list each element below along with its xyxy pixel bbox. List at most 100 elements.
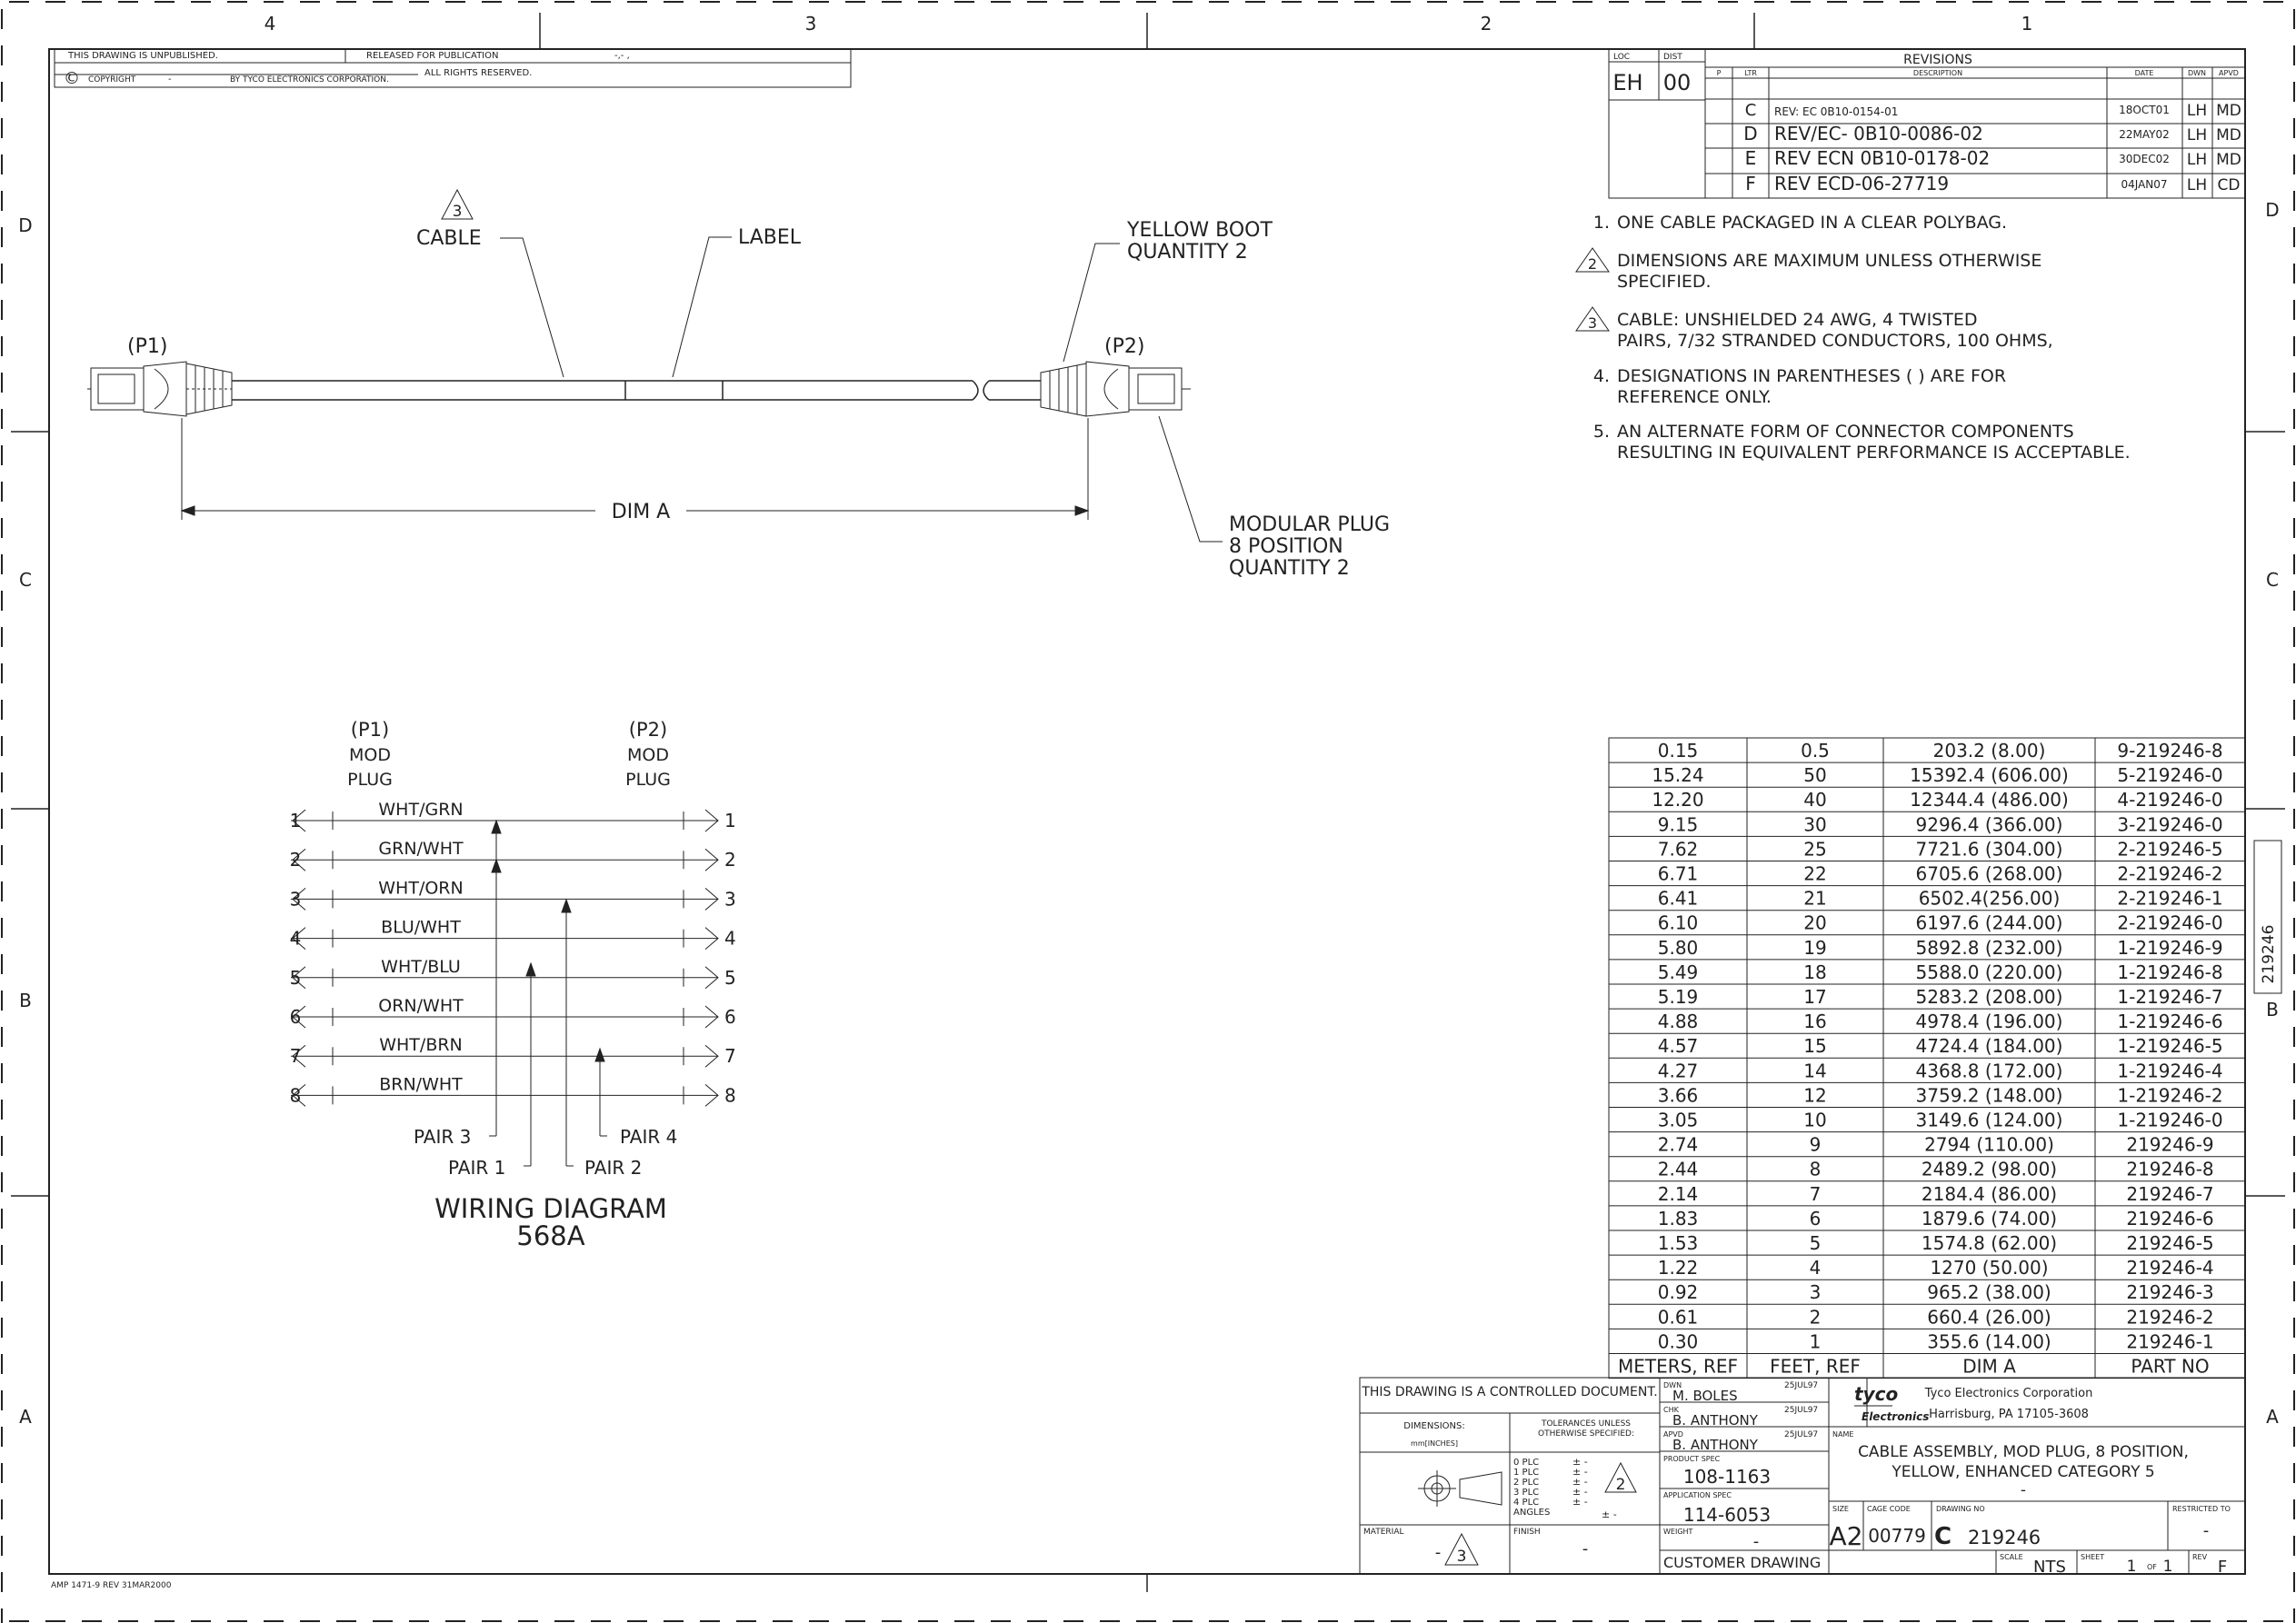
note-text: ONE CABLE PACKAGED IN A CLEAR POLYBAG. — [1617, 213, 2007, 233]
side-tab-text: 219246 — [2260, 925, 2278, 984]
part-no-cell: 219246-2 — [2126, 1306, 2213, 1328]
meters-cell: 7.62 — [1658, 838, 1699, 860]
note-text: DIMENSIONS ARE MAXIMUM UNLESS OTHERWISE — [1617, 251, 2041, 271]
dim-a-cell: 9296.4 (366.00) — [1916, 813, 2063, 835]
p2-pin-number: 4 — [724, 928, 736, 950]
meters-cell: 5.49 — [1658, 961, 1699, 983]
meters-cell: 12.20 — [1652, 789, 1703, 811]
sheet-label: SHEET — [2081, 1553, 2104, 1561]
tolerance-flag-number: 2 — [1616, 1476, 1626, 1494]
size-value: A2 — [1830, 1521, 1863, 1551]
controlled-doc: THIS DRAWING IS A CONTROLLED DOCUMENT. — [1361, 1385, 1657, 1399]
wiring-p1-line1: (P1) — [351, 719, 389, 741]
plc-value: ± - — [1602, 1508, 1617, 1520]
meters-cell: 1.22 — [1658, 1257, 1699, 1279]
feet-cell: 20 — [1803, 912, 1826, 934]
wire-color-label: WHT/ORN — [378, 878, 463, 898]
plc-label: 1 PLC — [1513, 1468, 1539, 1478]
dim-a-cell: 3149.6 (124.00) — [1916, 1110, 2063, 1131]
application-spec-label: APPLICATION SPEC — [1663, 1491, 1732, 1499]
feet-cell: 3 — [1810, 1281, 1822, 1303]
feet-cell: 15 — [1803, 1035, 1826, 1057]
p2-label: (P2) — [1104, 335, 1144, 358]
feet-cell: 10 — [1803, 1110, 1826, 1131]
wire-color-label: ORN/WHT — [378, 996, 464, 1016]
title-block: THIS DRAWING IS A CONTROLLED DOCUMENT. D… — [1359, 1377, 2246, 1577]
note-flag-number: 3 — [1588, 314, 1597, 332]
part-no-cell: 1-219246-8 — [2117, 961, 2222, 983]
boot-callout-line2: QUANTITY 2 — [1127, 241, 1248, 264]
label-callout-label: LABEL — [738, 226, 802, 249]
rev-date: 30DEC02 — [2119, 153, 2170, 165]
part-no-cell: 9-219246-8 — [2117, 740, 2222, 762]
header-released: RELEASED FOR PUBLICATION — [366, 51, 498, 61]
p2-pin-arrow-icon — [704, 809, 719, 832]
rev-date: 22MAY02 — [2119, 128, 2170, 141]
feet-cell: 40 — [1803, 789, 1826, 811]
feet-cell: 25 — [1803, 838, 1826, 860]
product-spec-value: 108-1163 — [1683, 1466, 1771, 1488]
loc-label: LOC — [1613, 53, 1630, 62]
zone-col-2: 2 — [1481, 13, 1492, 35]
part-no-cell: 1-219246-0 — [2117, 1110, 2222, 1131]
meters-cell: 6.10 — [1658, 912, 1699, 934]
feet-cell: 5 — [1810, 1232, 1822, 1254]
dim-a-cell: 12344.4 (486.00) — [1910, 789, 2069, 811]
wiring-p2-line2: MOD — [627, 745, 669, 765]
rev-description: REV ECD-06-27719 — [1774, 173, 1949, 194]
dwg-number: 219246 — [1968, 1527, 2041, 1548]
material-flag-number: 3 — [1457, 1548, 1467, 1566]
rev-apvd: MD — [2216, 151, 2241, 169]
part-no-cell: 219246-1 — [2126, 1330, 2213, 1352]
plc-label: 0 PLC — [1513, 1458, 1539, 1468]
p1-pin-number: 4 — [290, 928, 302, 950]
form-number: AMP 1471-9 REV 31MAR2000 — [51, 1581, 172, 1590]
meters-cell: 15.24 — [1652, 764, 1703, 786]
part-no-cell: 1-219246-7 — [2117, 986, 2222, 1008]
meters-cell: 4.57 — [1658, 1035, 1699, 1057]
meters-cell: 5.19 — [1658, 986, 1699, 1008]
rev-dwn: LH — [2187, 126, 2207, 144]
meters-cell: 6.71 — [1658, 863, 1699, 885]
dim-a-cell: 5588.0 (220.00) — [1916, 961, 2063, 983]
dim-a-cell: 6705.6 (268.00) — [1916, 863, 2063, 885]
feet-cell: 8 — [1810, 1159, 1822, 1180]
dim-a-cell: 2794 (110.00) — [1924, 1134, 2054, 1156]
dim-a-cell: 1270 (50.00) — [1930, 1257, 2048, 1279]
wiring-p2-line3: PLUG — [625, 770, 671, 790]
dim-a-cell: 6502.4(256.00) — [1919, 888, 2061, 910]
feet-cell: 14 — [1803, 1060, 1826, 1081]
part-no-cell: 2-219246-1 — [2117, 888, 2222, 910]
rev-date: 18OCT01 — [2119, 104, 2170, 116]
label-leader — [672, 236, 732, 378]
rev-col-date: DATE — [2135, 69, 2154, 77]
rev-col-p: P — [1717, 69, 1722, 77]
meters-cell: 3.66 — [1658, 1084, 1699, 1106]
p1-pin-arrow-icon — [292, 1005, 306, 1029]
dist-value: 00 — [1663, 70, 1692, 95]
feet-cell: 0.5 — [1801, 740, 1830, 762]
dwn-label: DWN — [1663, 1381, 1682, 1389]
plc-value: ± - — [1572, 1476, 1588, 1488]
sheet-total: 1 — [2163, 1558, 2173, 1576]
part-no-cell: 219246-4 — [2126, 1257, 2213, 1279]
rev-apvd: MD — [2216, 126, 2241, 144]
feet-cell: 4 — [1810, 1257, 1822, 1279]
rev-description: REV: EC 0B10-0154-01 — [1774, 105, 1898, 118]
dim-a-cell: 2489.2 (98.00) — [1922, 1159, 2057, 1180]
rev-ltr: F — [1745, 173, 1756, 194]
p1-pin-arrow-icon — [292, 809, 306, 832]
rev-col-apvd: APVD — [2219, 69, 2239, 77]
meters-cell: 4.88 — [1658, 1011, 1699, 1032]
zone-col-4: 4 — [265, 13, 276, 35]
plc-label: 4 PLC — [1513, 1498, 1539, 1508]
note-text: DESIGNATIONS IN PARENTHESES ( ) ARE FOR — [1617, 366, 2006, 386]
feet-cell: 6 — [1810, 1208, 1822, 1230]
dim-a-cell: 660.4 (26.00) — [1927, 1306, 2051, 1328]
wire-color-label: WHT/BRN — [379, 1035, 463, 1055]
p1-pin-arrow-icon — [292, 888, 306, 911]
tolerance-flag-triangle — [1604, 1461, 1637, 1493]
